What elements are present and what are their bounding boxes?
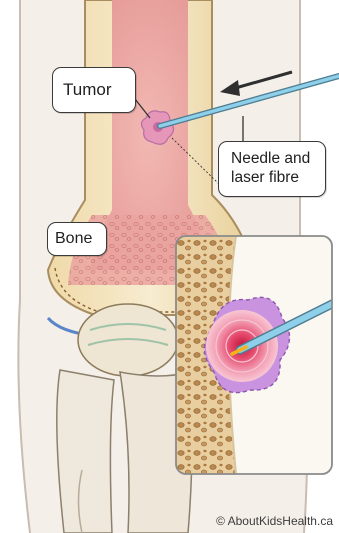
tumor-label-text: Tumor (63, 80, 112, 99)
needle-callout: Needle and laser fibre (218, 141, 326, 197)
copyright-credit: © AboutKidsHealth.ca (216, 514, 333, 528)
magnified-inset (176, 236, 339, 474)
needle-label-line1: Needle and (231, 149, 325, 168)
tumor-callout: Tumor (52, 67, 136, 113)
bone-callout: Bone (47, 222, 107, 256)
needle-label-line2: laser fibre (231, 168, 325, 187)
bone-label-text: Bone (55, 230, 92, 247)
